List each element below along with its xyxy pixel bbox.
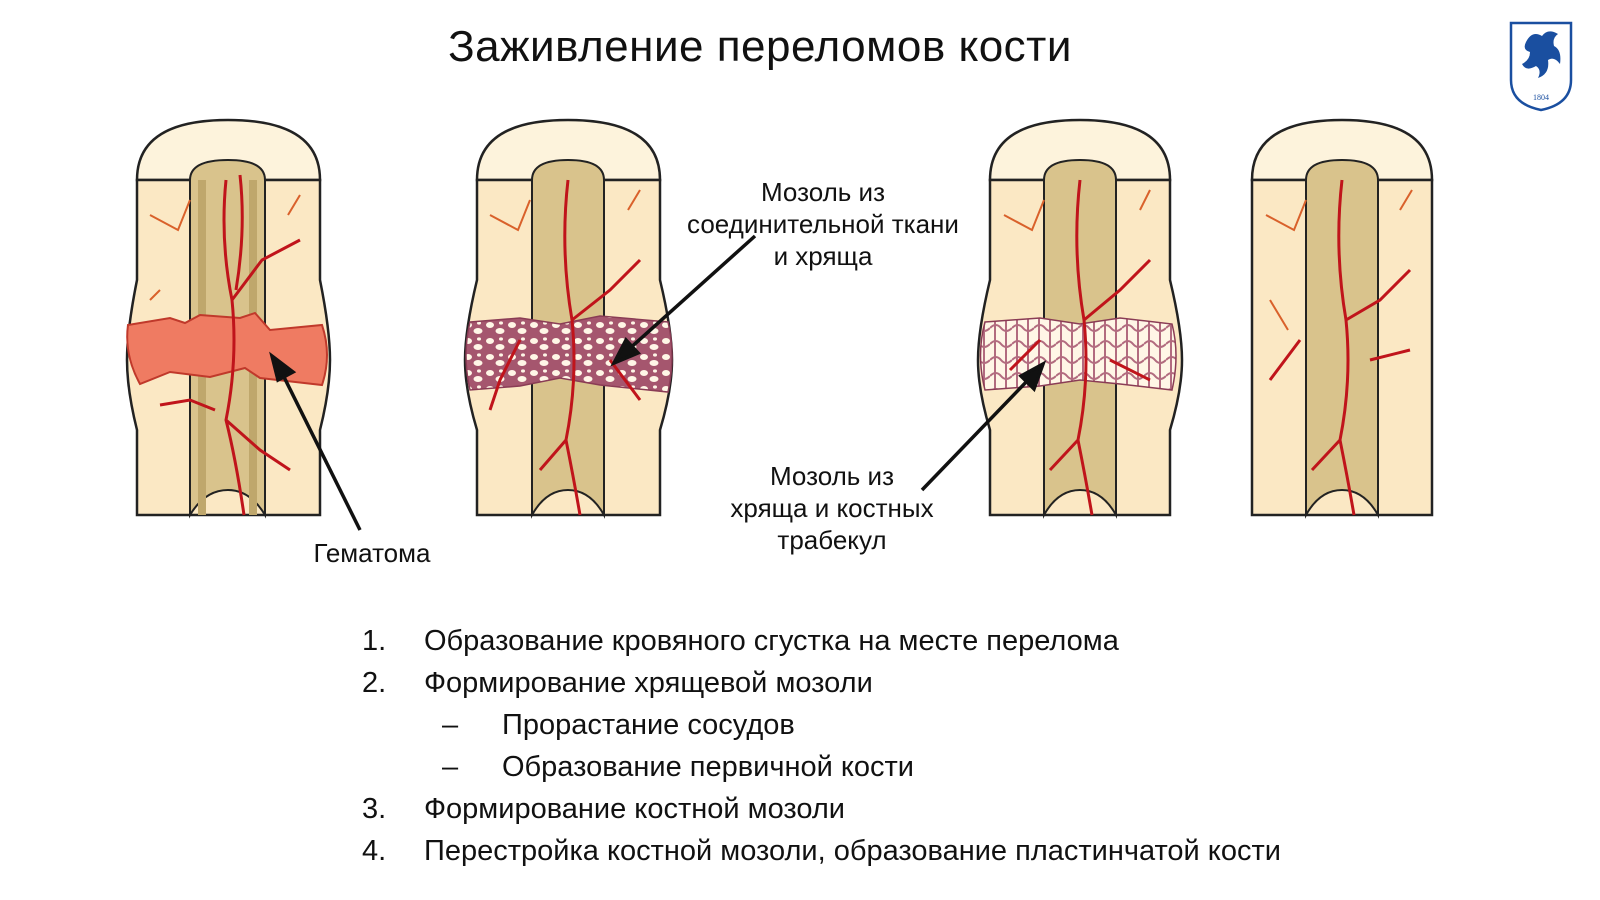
bone-stage-4 (1250, 118, 1434, 519)
label-callus-trabecular: Мозоль из хряща и костных трабекул (730, 461, 934, 555)
label-hematoma: Гематома (313, 538, 431, 568)
step-item: 1. Образование кровяного сгустка на мест… (362, 625, 1119, 657)
bone-stage-2 (463, 118, 674, 519)
healing-steps-list: 1. Образование кровяного сгустка на мест… (362, 620, 1281, 872)
step-item: 4. Перестройка костной мозоли, образован… (362, 835, 1281, 867)
substep-item: – Образование первичной кости (442, 751, 915, 783)
substep-item: – Прорастание сосудов (442, 709, 795, 741)
bone-stage-1 (125, 118, 332, 519)
griffin-crest-icon: 1804 (1509, 21, 1573, 112)
step-item: 3. Формирование костной мозоли (362, 793, 845, 825)
slide-title: Заживление переломов кости (448, 22, 1072, 71)
arrow-hematoma (269, 351, 362, 531)
label-callus-connective: Мозоль из соединительной ткани и хряща (687, 177, 959, 271)
arrow-callus-trabecular (920, 360, 1047, 492)
fracture-healing-diagram (125, 118, 1434, 531)
step-item: 2. Формирование хрящевой мозоли (362, 667, 873, 699)
bone-stage-3 (976, 118, 1184, 519)
logo-year: 1804 (1533, 93, 1549, 102)
arrow-callus-connective (610, 234, 757, 367)
